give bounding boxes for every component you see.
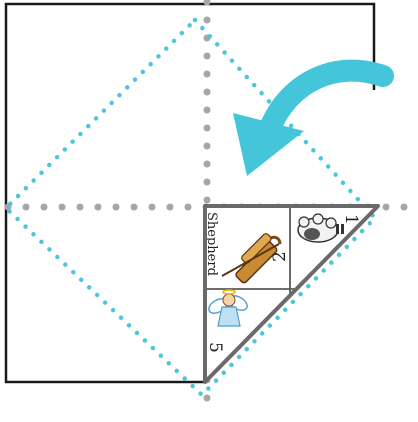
shepherd-number: 2 <box>270 251 290 262</box>
paper-outline <box>6 4 374 382</box>
sheep-number: 1 <box>341 214 361 225</box>
angel-number: 5 <box>205 342 225 353</box>
folded-triangle: Shepherd 2 1 5 <box>204 206 378 382</box>
